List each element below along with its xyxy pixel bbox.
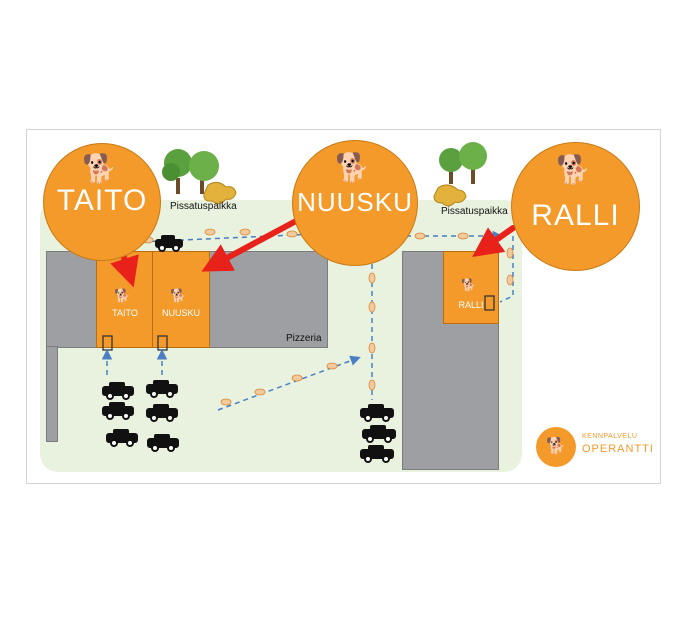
room-nuusku: 🐕 NUUSKU — [152, 251, 210, 348]
paw-print-icon — [239, 228, 251, 236]
building-left — [46, 251, 98, 348]
circle-nuusku: 🐕 NUUSKU — [292, 140, 418, 266]
car-icon — [360, 445, 394, 463]
paw-print-icon — [368, 379, 376, 391]
puddle-icon — [203, 181, 237, 205]
red-arrow — [472, 225, 516, 257]
paw-print-icon — [506, 247, 514, 259]
red-arrow — [201, 218, 299, 272]
room-label: RALLI — [458, 300, 484, 310]
circle-name: NUUSKU — [297, 187, 413, 217]
dog-icon: 🐕 — [335, 152, 370, 183]
paw-print-icon — [286, 230, 298, 238]
logo-badge: 🐕 — [536, 427, 576, 467]
dog-icon: 🐕 — [556, 154, 591, 185]
pizzeria-label: Pizzeria — [286, 333, 322, 344]
car-icon — [155, 235, 183, 252]
car-icon — [147, 434, 179, 452]
pee-spot-label: Pissatuspaikka — [441, 206, 508, 217]
paw-print-icon — [368, 301, 376, 313]
paw-print-icon — [204, 228, 216, 236]
paw-print-icon — [326, 362, 338, 370]
dog-icon: 🐕 — [82, 153, 117, 184]
dog-icon: 🐕 — [170, 288, 187, 303]
paw-print-icon — [220, 398, 232, 406]
paw-print-icon — [368, 342, 376, 354]
car-icon — [106, 429, 138, 447]
car-icon — [146, 380, 178, 398]
paw-print-icon — [506, 274, 514, 286]
circle-ralli: 🐕 RALLI — [511, 142, 640, 271]
paw-print-icon — [368, 272, 376, 284]
door-icon — [484, 295, 495, 311]
paw-print-icon — [457, 232, 469, 240]
car-icon — [102, 402, 134, 420]
car-icon — [146, 404, 178, 422]
building-left-strip — [46, 346, 58, 442]
dog-icon: 🐕 — [114, 288, 131, 303]
circle-taito: 🐕 TAITO — [43, 143, 161, 261]
circle-name: RALLI — [531, 199, 620, 232]
pee-spot-label: Pissatuspaikka — [170, 201, 237, 212]
puddle-icon — [433, 184, 467, 207]
car-icon — [102, 382, 134, 400]
room-label: NUUSKU — [161, 308, 200, 318]
paw-print-icon — [254, 388, 266, 396]
logo-line1: KENNPALVELU — [582, 433, 638, 440]
circle-name: TAITO — [56, 184, 148, 217]
tree-icon — [439, 142, 487, 184]
path-line — [217, 355, 361, 411]
paw-print-icon — [291, 374, 303, 382]
dog-icon: 🐕 — [461, 278, 476, 292]
car-icon — [362, 425, 396, 443]
car-icon — [360, 404, 394, 422]
tree-icon — [162, 149, 219, 194]
paw-print-icon — [414, 232, 426, 240]
room-ralli: 🐕 RALLI — [443, 251, 499, 324]
room-label: TAITO — [112, 308, 138, 318]
operantti-logo: 🐕 KENNPALVELU OPERANTTI — [532, 425, 654, 475]
logo-line2: OPERANTTI — [582, 443, 654, 455]
